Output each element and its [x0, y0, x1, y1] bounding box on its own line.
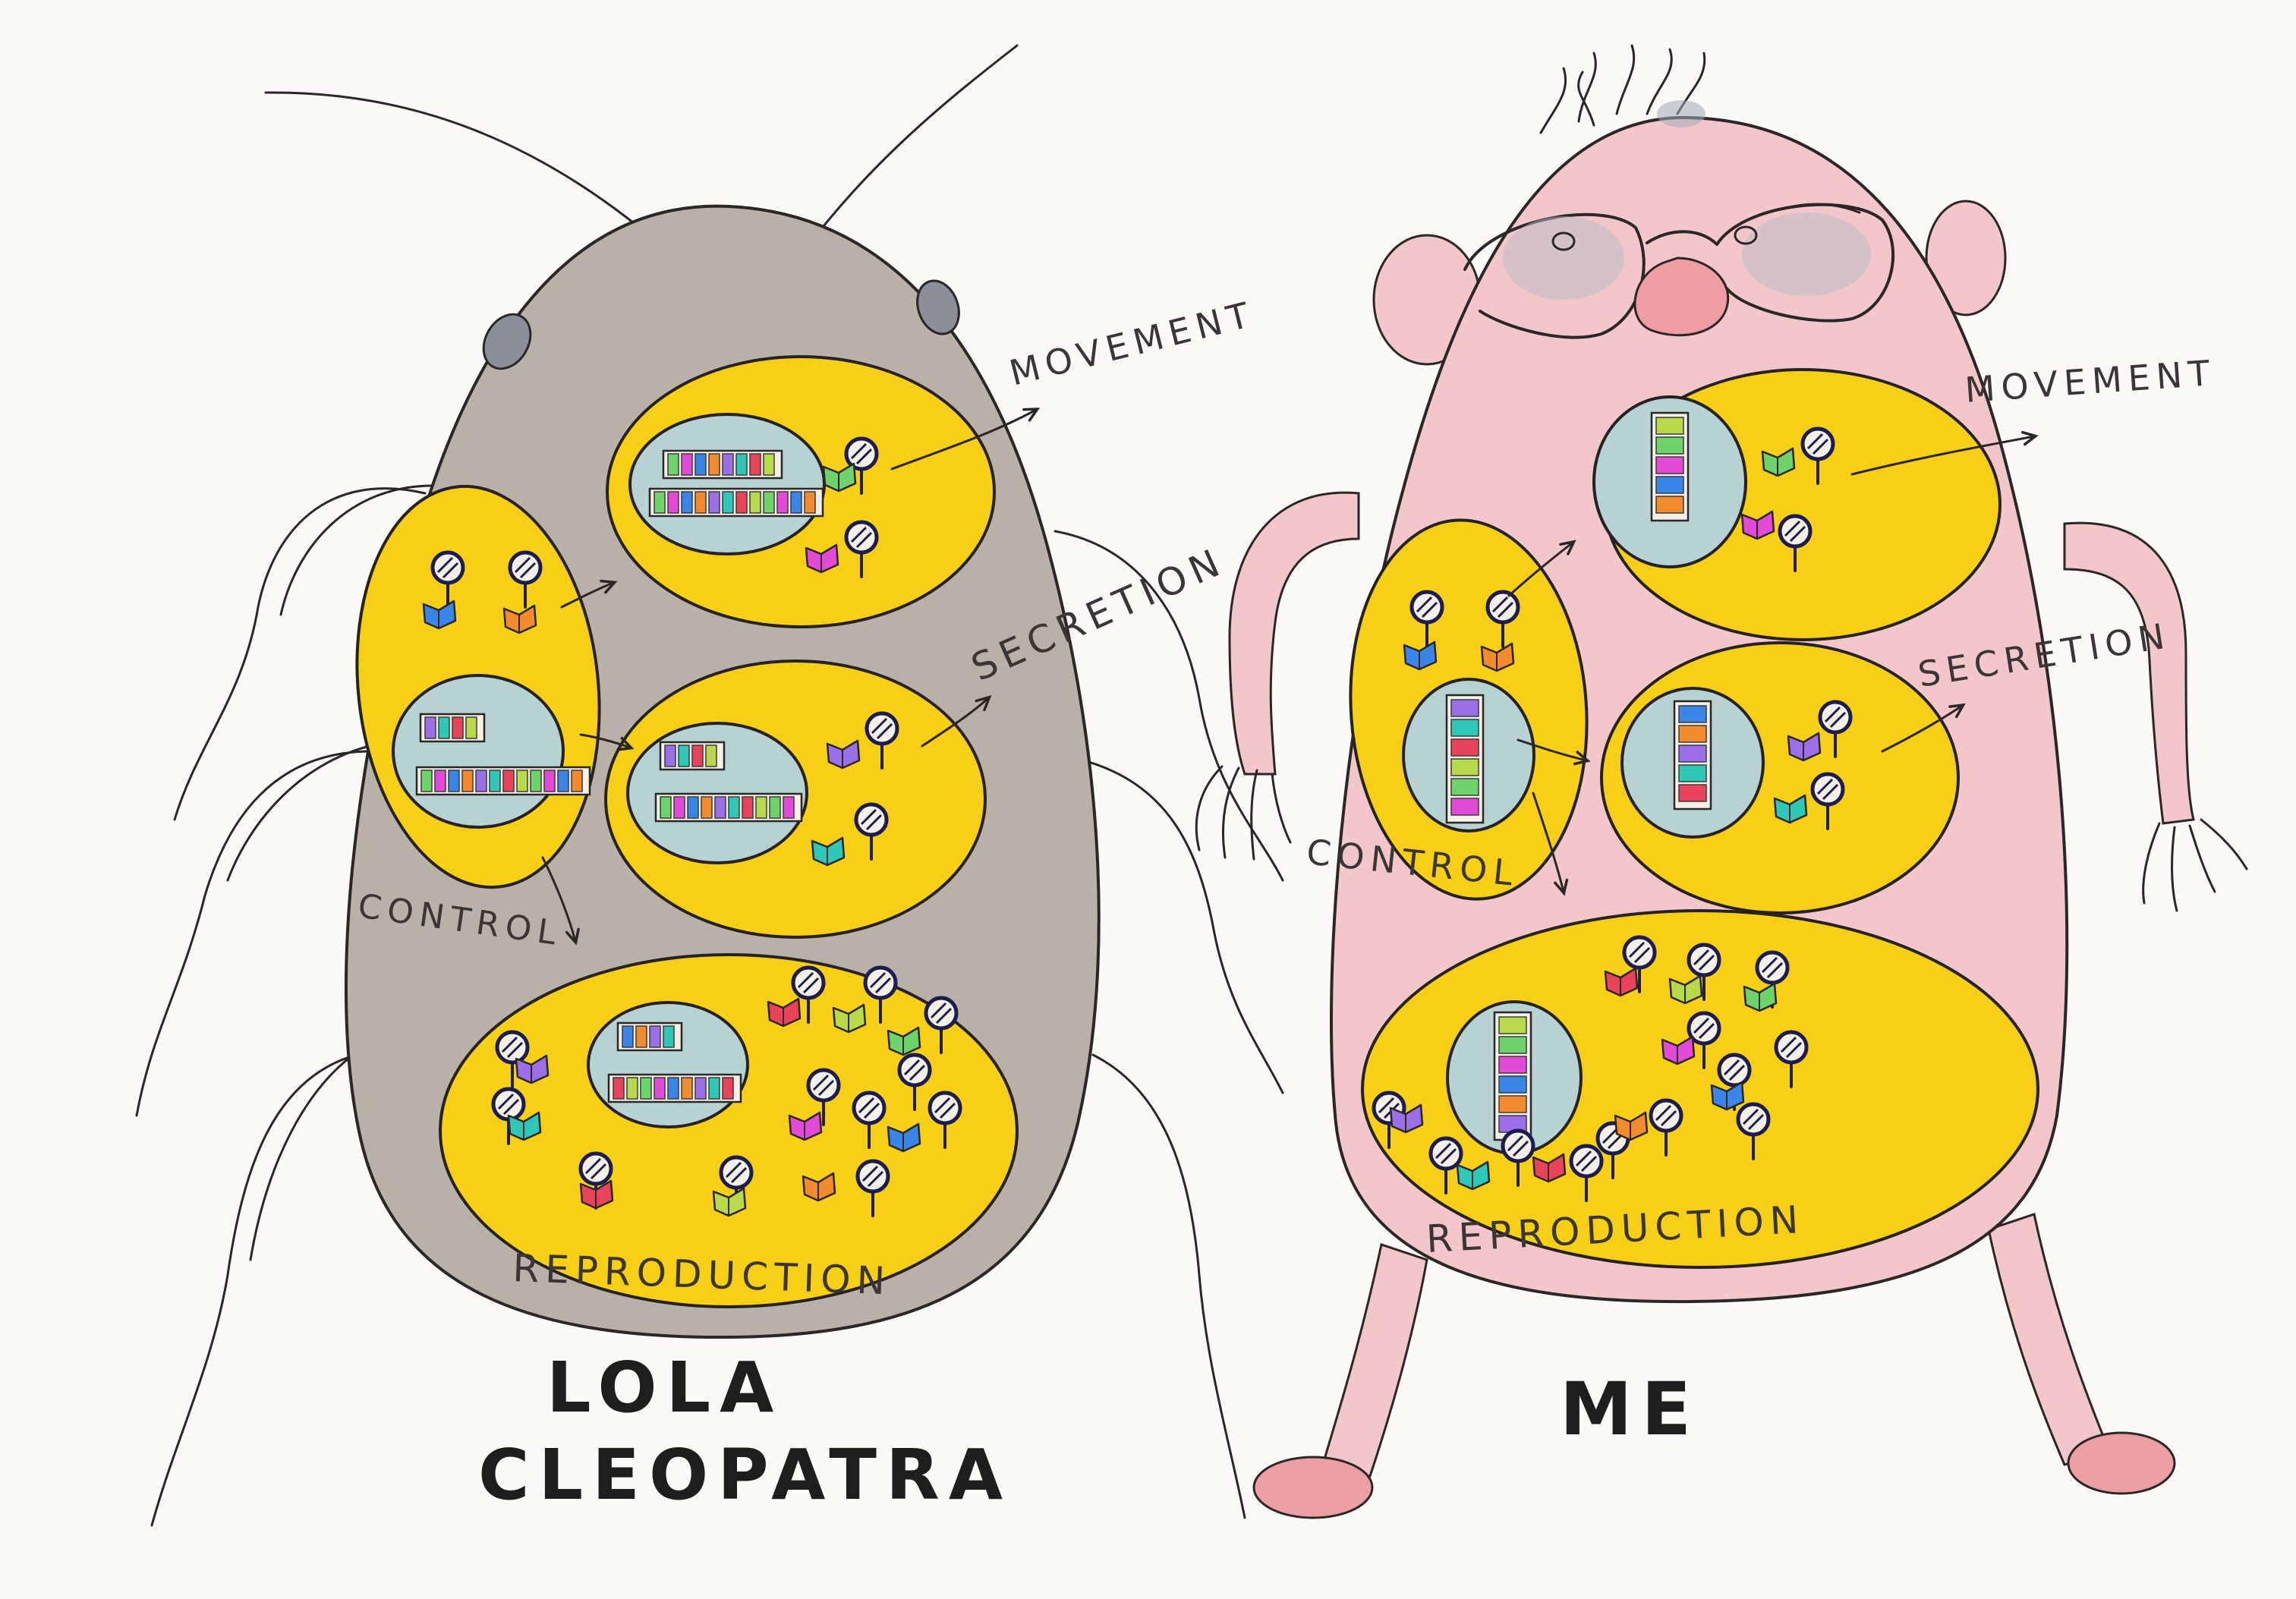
insect-name-line1: LOLA [546, 1347, 783, 1428]
insect-label-movement: MOVEMENT [1006, 293, 1259, 393]
colored-bar-icon [1650, 411, 1690, 522]
colored-bar-icon [607, 1021, 742, 1103]
colored-bar-icon [1493, 1011, 1532, 1141]
colored-bar-icon [1673, 700, 1712, 811]
human-foot-left [1252, 1456, 1374, 1519]
human-hand-left [1195, 765, 1292, 861]
folded-paper-icon [507, 997, 921, 1217]
insect-antenna-left [264, 91, 677, 260]
lollipop-icon [854, 711, 899, 861]
lollipop-icon [1409, 590, 1520, 648]
human-face [1463, 203, 1894, 339]
human-name: ME [1560, 1367, 1700, 1452]
human-foot-right [2067, 1431, 2176, 1495]
lollipop-icon [430, 550, 543, 609]
folded-paper-icon [1403, 641, 1515, 672]
human-legs [1252, 1213, 2176, 1519]
folded-paper-icon [811, 739, 861, 867]
lollipop-icon [844, 436, 879, 578]
human-eye-left [1551, 231, 1576, 251]
insect-figure: MOVEMENT SECRETION CONTROL REPRODUCTION … [135, 44, 1284, 1527]
insect-antenna-right [803, 44, 1019, 252]
human-figure: MOVEMENT SECRETION CONTROL REPRODUCTION … [1195, 44, 2248, 1519]
insect-cell-secretion [604, 659, 987, 939]
human-cell-reproduction [1361, 909, 2039, 1269]
insect-eye-left [482, 313, 532, 370]
insect-cell-control [355, 484, 601, 889]
insect-cell-movement [606, 355, 996, 628]
folded-paper-icon [422, 600, 537, 634]
human-arms [1195, 491, 2248, 912]
insect-eye-right [916, 279, 960, 335]
human-cell-control [1349, 518, 1589, 901]
folded-paper-icon [1740, 447, 1796, 540]
insect-name-line2: CLEOPATRA [478, 1434, 1012, 1516]
insect-legs [135, 484, 1284, 1527]
human-nose [1633, 257, 1730, 337]
insect-arrows [541, 408, 1041, 946]
human-eye-right [1734, 225, 1758, 245]
human-ear-right [1925, 200, 2007, 316]
lollipop-icon [1810, 700, 1853, 830]
colored-bar-icon [654, 741, 803, 823]
human-arrows [1507, 430, 2039, 896]
human-cell-secretion [1600, 641, 1960, 914]
colored-bar-icon [415, 713, 591, 796]
folded-paper-icon [1773, 732, 1822, 824]
colored-bar-icon [1445, 694, 1485, 824]
colored-bar-icon [648, 449, 824, 518]
lollipop-icon [1778, 427, 1835, 572]
human-hand-right [2142, 818, 2248, 912]
folded-paper-icon [805, 462, 857, 574]
human-cell-movement [1592, 368, 2002, 641]
folded-paper-icon [1389, 967, 1778, 1191]
human-label-movement: MOVEMENT [1964, 352, 2217, 411]
insect-cell-reproduction [439, 953, 1019, 1308]
human-hair [1539, 44, 1706, 134]
